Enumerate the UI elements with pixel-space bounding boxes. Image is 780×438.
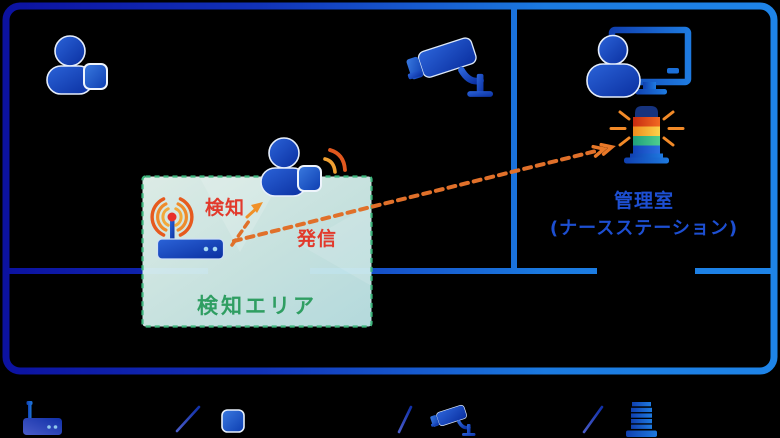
control-room-label-line2: (ナースステーション): [549, 218, 739, 239]
legend-beacon-tag-icon: [221, 409, 245, 433]
transmit-arrow: [232, 142, 616, 243]
signal-dot: [167, 212, 177, 222]
person-with-beacon-icon: [46, 35, 108, 95]
beacon-tag-icon: [83, 63, 108, 90]
beacon-signal-waves-icon: [323, 148, 347, 174]
legend-camera-icon: [430, 402, 476, 437]
legend-separator-slash: [175, 405, 201, 433]
legend-row: [23, 401, 657, 437]
radio-waves-icon: [150, 197, 194, 237]
detection-area-zone: [141, 175, 373, 328]
legend-separator-slash: [397, 405, 413, 434]
legend-separator-slash: [582, 405, 604, 434]
cctv-camera-icon: [405, 36, 493, 97]
detect-label: 検知: [205, 197, 246, 219]
staff-at-monitor-icon: [586, 26, 692, 98]
person-with-beacon-signal-icon: [260, 137, 347, 197]
legend-alert-light-icon: [626, 402, 657, 437]
legend-receiver-icon: [23, 401, 62, 435]
transmit-label: 発信: [297, 228, 338, 250]
control-room-label-line1: 管理室: [613, 190, 674, 212]
beacon-tag-icon: [297, 165, 322, 192]
alert-tower-light-icon: [609, 106, 685, 164]
detection-area-label: 検知エリア: [197, 294, 317, 318]
alert-rays-icon: [609, 110, 685, 147]
beacon-receiver-icon: [150, 197, 225, 260]
control-room-label: 管理室 (ナースステーション): [514, 188, 774, 242]
